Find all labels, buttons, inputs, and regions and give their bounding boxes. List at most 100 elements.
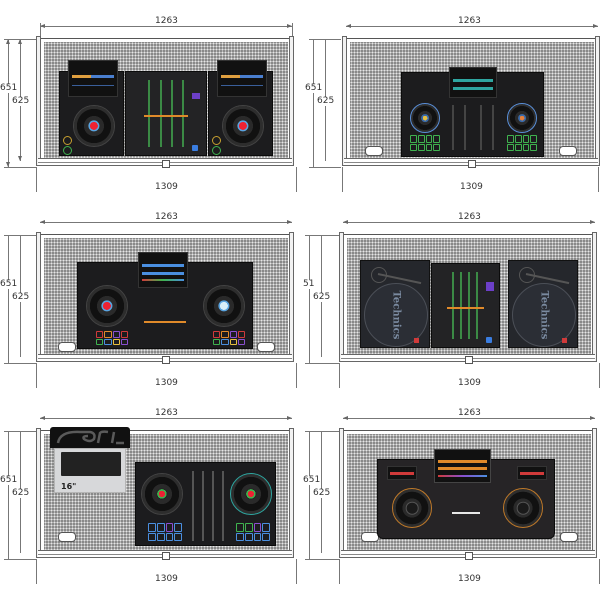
brand-logo: Technics [390,290,402,340]
play-button [212,146,221,155]
mixer-screen [485,282,494,291]
channel-fader [202,471,204,541]
performance-pads [236,523,270,541]
layout-panel-c: 1263 651 625 1309 [0,196,300,392]
dim-extension-line [296,363,297,388]
arrow-left-icon [40,416,45,420]
waveform [141,264,185,267]
cue-button [63,136,72,145]
jog-wheel [503,488,543,528]
dim-extension-line [296,559,297,584]
hinge-icon [162,160,170,168]
jog-display [245,488,257,500]
deck-screen-left [387,466,417,480]
dim-extension-line [305,559,339,560]
dim-extension-line [309,167,341,168]
dim-outer-width-label: 1309 [458,378,481,388]
waveform [71,75,115,78]
layout-panel-b: 1263 651 625 1309 [303,0,600,196]
arrow-right-icon [590,416,595,420]
dim-inner-width-line [346,26,598,27]
channel-fader [222,471,224,541]
perforated-mesh-panel [350,42,594,158]
jog-display [101,300,113,312]
dim-extension-line [342,167,343,192]
laptop-base: 16" [54,448,126,493]
dim-inner-depth-label: 625 [12,96,30,106]
cue-buttons-row [446,307,485,310]
mixer-screen [191,92,200,100]
laptop-keyboard [61,452,121,476]
case-side-post [342,36,347,166]
waveform [452,79,494,82]
vu-meter [452,272,455,339]
channel-fader [452,105,454,150]
waveform [438,467,487,470]
handle-cutout [257,342,275,352]
performance-pads [410,135,440,151]
jog-display [88,120,100,132]
dim-extension-line [309,39,341,40]
media-player-left [59,60,124,156]
case-side-post [36,232,41,362]
jog-display [237,120,249,132]
performance-pads [507,135,537,151]
turntable-right: Technics [508,260,578,348]
handle-cutout [58,342,76,352]
case-side-post [36,36,41,166]
case-side-post [289,232,294,362]
arrow-left-icon [40,220,45,224]
dim-inner-width-label: 1263 [155,408,178,418]
vu-meter [170,80,173,147]
dim-inner-depth-label: 625 [313,488,331,498]
channel-fader [464,105,466,150]
dim-extension-line [36,363,37,388]
dim-extension-line [4,39,36,40]
vu-meter [182,80,184,147]
performance-pads [148,523,182,541]
arrow-right-icon [287,220,292,224]
arrow-down-icon [18,156,22,161]
arrow-up-icon [18,39,22,44]
channel-fader [492,105,494,150]
dim-extension-line [305,235,339,236]
handle-cutout [560,532,578,542]
4-channel-mixer [125,71,207,156]
media-player-right [208,60,273,156]
standalone-dj-system [401,67,544,157]
laptop-lid [50,427,130,448]
waveform [220,85,264,86]
handle-cutout [559,146,577,156]
waveform [519,472,545,475]
dim-extension-line [339,363,340,388]
dim-inner-depth-label: 625 [12,488,30,498]
waveform [438,475,487,477]
dim-extension-line [4,431,36,432]
dim-outer-width-label: 1309 [155,574,178,584]
player-screen [68,60,118,97]
touchscreen [449,67,497,98]
dim-extension-line [4,167,36,168]
dim-inner-width-line [343,418,595,419]
arrow-left-icon [343,416,348,420]
dim-inner-width-label: 1263 [155,16,178,26]
dim-inner-depth-label: 625 [313,292,331,302]
vu-meter [148,80,151,147]
jog-wheel [203,285,245,327]
dim-inner-width-label: 1263 [155,212,178,222]
case-side-post [592,428,597,558]
jog-center [405,501,419,515]
dim-inner-width-label: 1263 [458,212,481,222]
start-stop-button [414,338,419,343]
dim-outer-depth-label: 651 [0,279,18,289]
deck-screen-right [517,466,547,480]
dim-outer-depth-label: 651 [303,475,321,485]
case-side-post [339,232,344,362]
dim-extension-line [598,167,599,192]
dim-outer-depth-line [309,235,310,363]
jog-wheel [222,105,264,147]
dim-outer-depth-line [313,39,314,167]
turntable-platter: Technics [364,283,428,347]
handle-cutout [58,532,76,542]
waveform [438,460,487,463]
